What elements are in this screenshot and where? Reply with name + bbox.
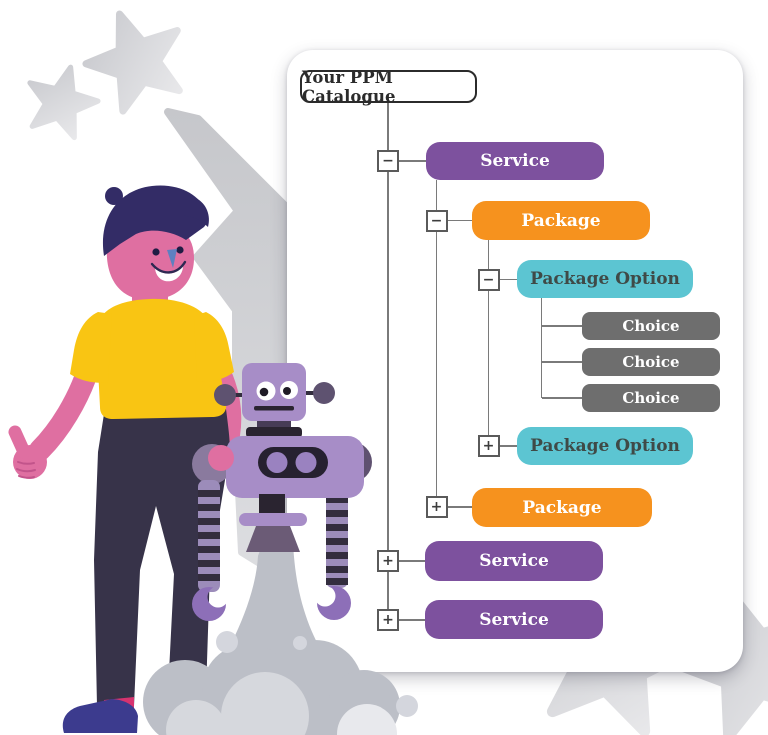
tree-connector-line: [399, 560, 425, 562]
package-option-1-collapse-toggle[interactable]: −: [477, 268, 500, 291]
catalogue-title: Your PPM Catalogue: [300, 68, 477, 106]
tree-node-package-option[interactable]: Package Option: [517, 260, 693, 298]
tree-connector-line: [499, 445, 517, 447]
tree-connector-line: [541, 361, 582, 363]
tree-connector-line: [435, 180, 438, 507]
star-icon: [27, 64, 101, 141]
service-1-collapse-toggle[interactable]: −: [377, 150, 399, 172]
tree-node-choice[interactable]: Choice: [582, 348, 720, 376]
tree-connector-line: [487, 240, 490, 446]
service-3-expand-toggle[interactable]: +: [377, 609, 399, 631]
tree-connector-line: [447, 506, 472, 508]
package-option-2-expand-toggle[interactable]: +: [477, 435, 500, 457]
tree-node-service[interactable]: Service: [425, 541, 603, 581]
person-illustration: [8, 185, 242, 733]
service-2-expand-toggle[interactable]: +: [377, 550, 399, 572]
tree-connector-line: [541, 325, 582, 327]
tree-node-package[interactable]: Package: [472, 488, 652, 527]
tree-connector-line: [399, 160, 426, 162]
tree-connector-line: [540, 298, 543, 398]
tree-node-choice[interactable]: Choice: [582, 312, 720, 340]
person-hand: [208, 445, 234, 471]
star-icon: [82, 10, 183, 115]
tree-connector-line: [499, 278, 517, 281]
tree-connector-line: [399, 619, 425, 621]
package-2-expand-toggle[interactable]: +: [425, 496, 448, 518]
tree-node-choice[interactable]: Choice: [582, 384, 720, 412]
tree-connector-line: [541, 397, 582, 399]
tree-connector-line: [387, 103, 389, 620]
giant-star-icon: [164, 108, 291, 584]
tree-connector-line: [447, 219, 472, 222]
tree-node-service[interactable]: Service: [426, 142, 604, 180]
tree-node-package[interactable]: Package: [472, 201, 650, 240]
tree-node-package-option[interactable]: Package Option: [517, 427, 693, 465]
tree-node-service[interactable]: Service: [425, 600, 603, 639]
package-1-collapse-toggle[interactable]: −: [425, 209, 448, 232]
catalogue-card: Your PPM Catalogue − − − + + + + Service…: [287, 50, 743, 672]
